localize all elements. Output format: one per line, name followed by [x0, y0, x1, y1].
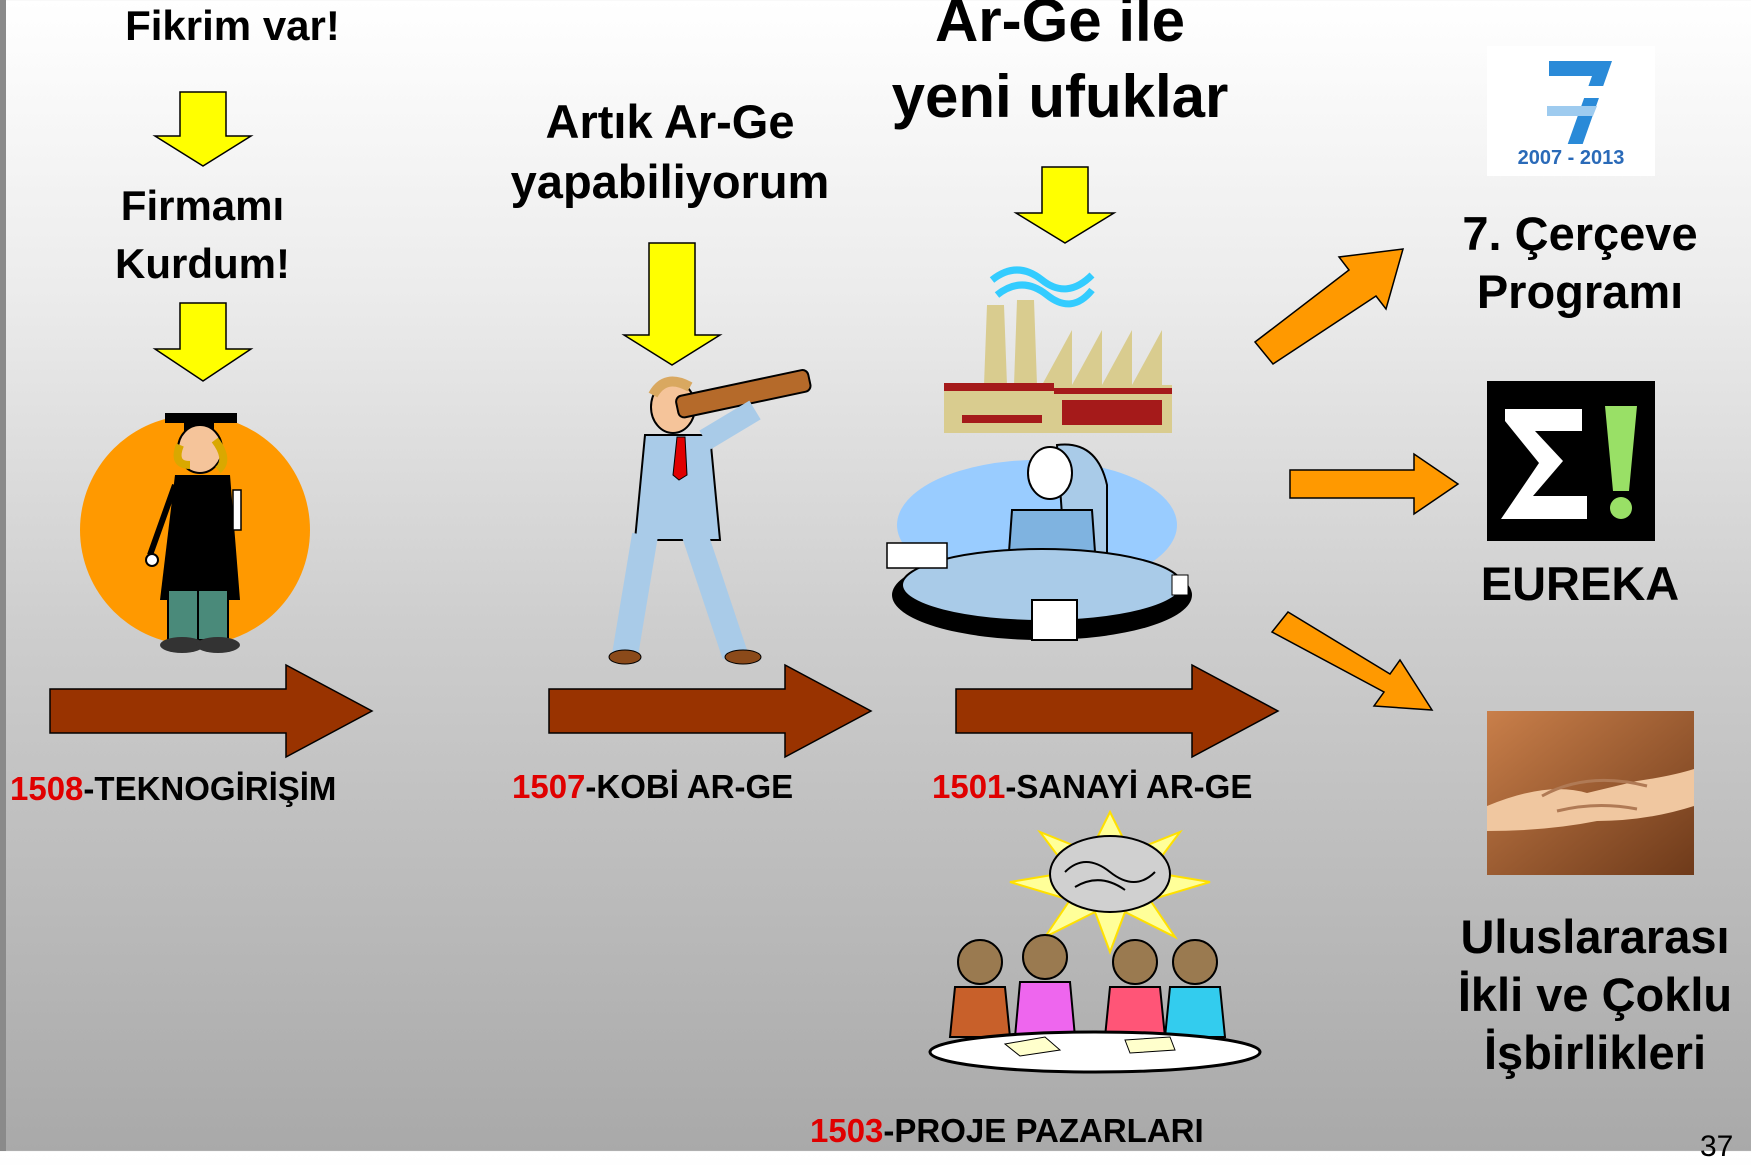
eureka-logo [1487, 381, 1655, 541]
brown-right-arrow-3 [955, 663, 1280, 759]
brown-right-arrow-2 [548, 663, 873, 759]
intl-text-2: İkli ve Çoklu [1457, 968, 1733, 1021]
graduate-illustration [80, 413, 310, 653]
businessman-telescope-illustration [608, 369, 812, 665]
fp7-text-1: 7. Çerçeve [1462, 207, 1698, 260]
stage2-text-2: yapabiliyorum [510, 155, 830, 208]
yellow-down-arrow-4 [1013, 166, 1117, 244]
stage3-name: -SANAYİ AR-GE [1005, 768, 1253, 805]
orange-arrow-to-intl [1270, 611, 1434, 711]
stage4-code: 1503 [810, 1112, 884, 1149]
intl-text-1: Uluslararası [1460, 910, 1730, 963]
eureka-label: EUREKA [1480, 557, 1680, 610]
stage1-firm-text-1: Firmamı [120, 182, 285, 229]
stage2-program-label: 1507-KOBİ AR-GE [512, 768, 793, 806]
stage1-firm-text-2: Kurdum! [115, 240, 290, 287]
fp7-text-2: Programı [1476, 265, 1684, 318]
fp7-logo: 2007 - 2013 [1487, 46, 1655, 176]
executive-desk-illustration [886, 443, 1192, 641]
page-number: 37 [1700, 1130, 1734, 1163]
factory-illustration [944, 266, 1172, 433]
handshake-photo [1487, 711, 1694, 875]
orange-arrow-to-eureka [1289, 452, 1460, 516]
stage2-text-1: Artık Ar-Ge [545, 95, 795, 148]
stage3-code: 1501 [932, 768, 1006, 805]
brown-right-arrow-1 [49, 663, 374, 759]
stage2-name: -KOBİ AR-GE [585, 768, 794, 805]
stage3-program-label: 1501-SANAYİ AR-GE [932, 768, 1252, 806]
brainstorm-meeting-illustration [928, 809, 1262, 1074]
stage1-name: -TEKNOGİRİŞİM [83, 770, 337, 807]
stage3-text-1: Ar-Ge ile [934, 0, 1186, 54]
yellow-down-arrow-3 [621, 242, 723, 366]
stage1-program-label: 1508-TEKNOGİRİŞİM [10, 770, 336, 808]
stage3-text-2: yeni ufuklar [891, 63, 1229, 130]
intl-text-3: İşbirlikleri [1483, 1026, 1707, 1079]
yellow-down-arrow-2 [152, 302, 254, 382]
stage4-program-label: 1503-PROJE PAZARLARI [810, 1112, 1204, 1150]
yellow-down-arrow-1 [152, 91, 254, 167]
stage1-idea-text: Fikrim var! [125, 2, 340, 49]
orange-arrow-to-fp7 [1253, 248, 1405, 365]
stage4-name: -PROJE PAZARLARI [883, 1112, 1204, 1149]
fp7-logo-years: 2007 - 2013 [1518, 147, 1625, 169]
stage1-code: 1508 [10, 770, 84, 807]
left-edge-bar [0, 0, 6, 1151]
stage2-code: 1507 [512, 768, 586, 805]
